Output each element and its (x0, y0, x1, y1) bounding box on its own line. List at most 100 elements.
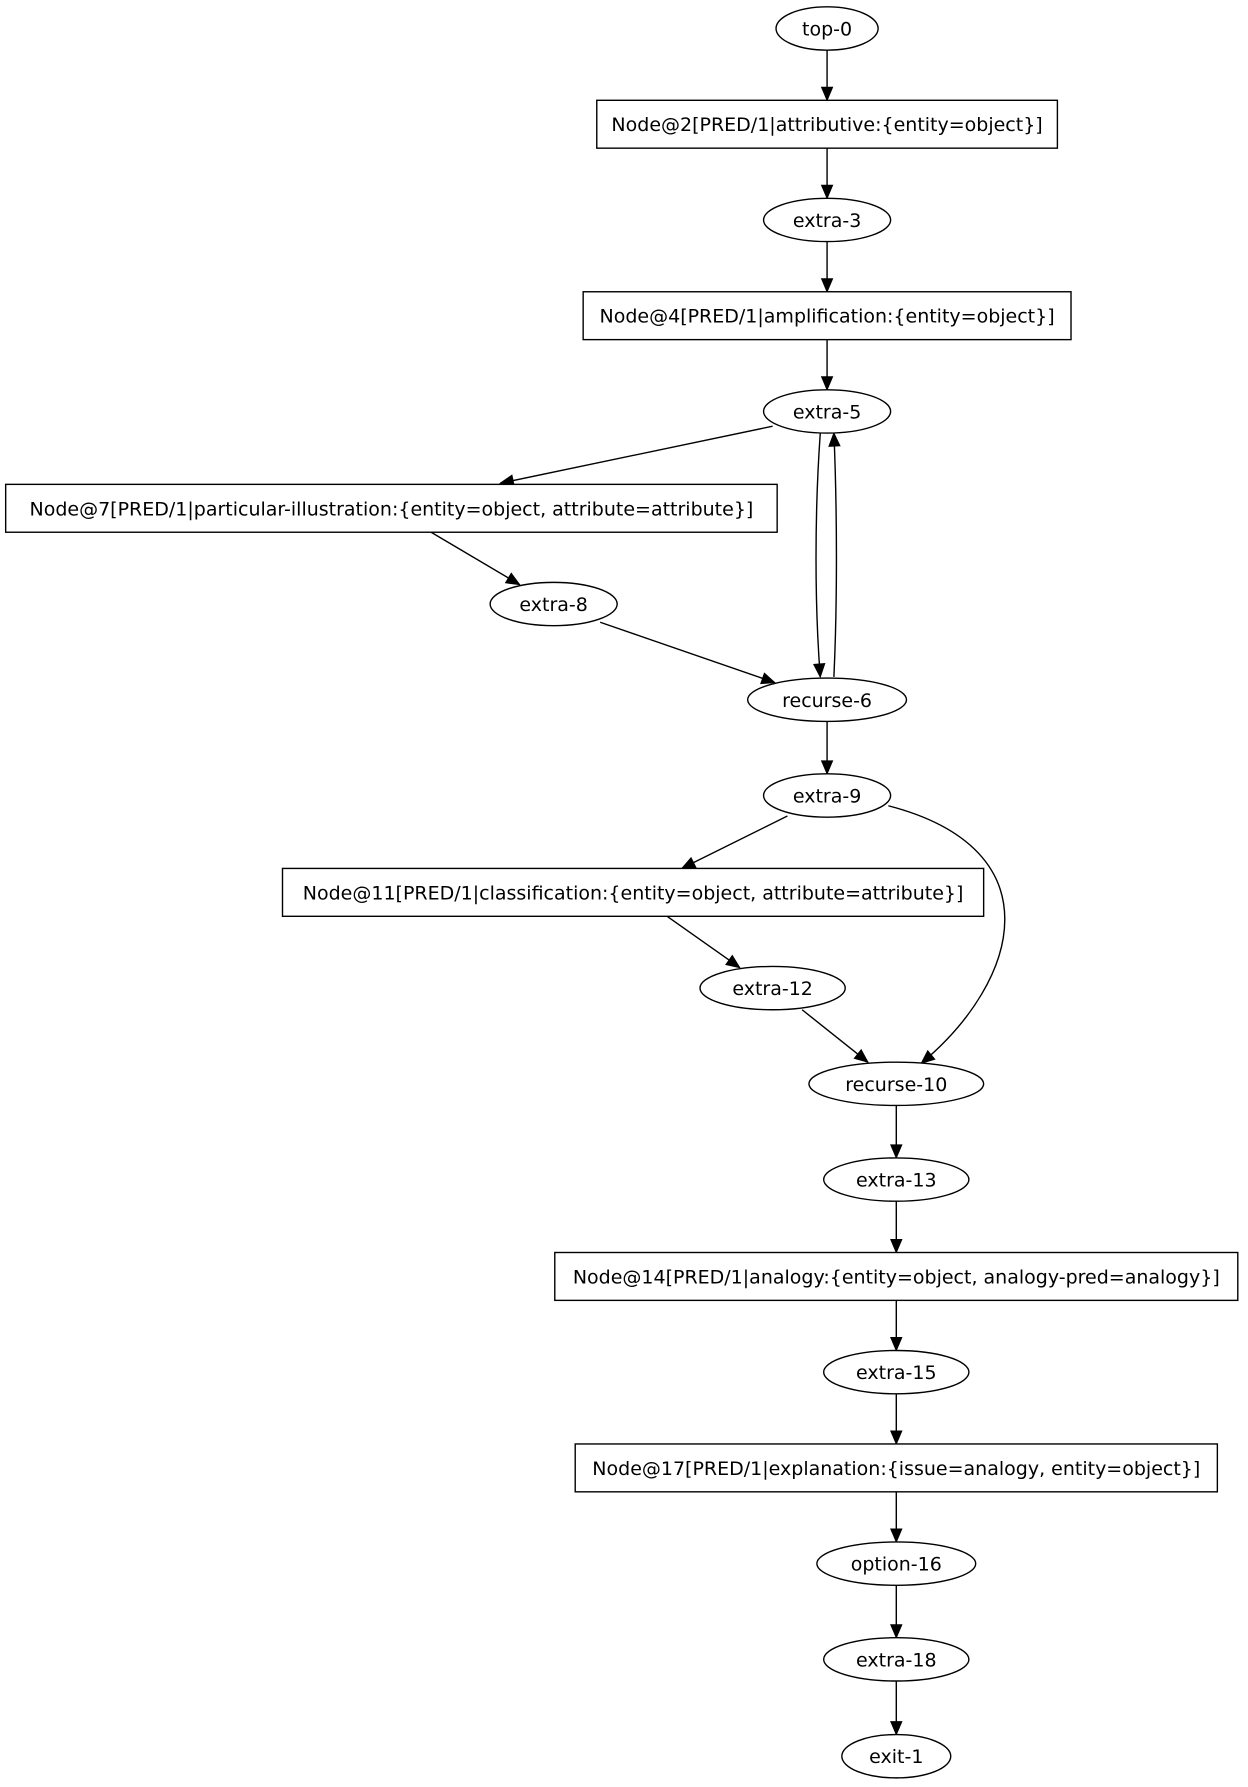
node-label: extra-18 (856, 1649, 937, 1671)
graph-node-extra-18: extra-18 (822, 1637, 970, 1682)
edge-node-4-to-extra-5 (820, 339, 834, 392)
edge-line (801, 1009, 869, 1063)
edge-arrowhead (920, 1049, 936, 1065)
edge-arrowhead (828, 431, 841, 447)
node-label: recurse-10 (845, 1074, 947, 1096)
node-label: extra-13 (856, 1170, 937, 1192)
edge-arrowhead (890, 1528, 903, 1544)
graph-node-extra-9: extra-9 (762, 773, 892, 818)
edge-arrowhead (504, 572, 521, 586)
edge-extra-13-to-node-14 (890, 1201, 903, 1254)
node-ellipse (746, 677, 908, 723)
edge-extra-9-to-recurse-10 (888, 805, 1006, 1065)
node-label: extra-3 (793, 210, 861, 232)
node-box (554, 1251, 1239, 1302)
node-ellipse (816, 1541, 977, 1586)
edge-arrowhead (820, 184, 834, 200)
edge-extra-15-to-node-17 (890, 1393, 903, 1446)
node-label: Node@2[PRED/1|attributive:{entity=object… (611, 114, 1042, 136)
graph-node-recurse-6: recurse-6 (746, 677, 908, 723)
node-label: extra-5 (793, 401, 861, 423)
edge-arrowhead (812, 663, 826, 679)
edge-arrowhead (853, 1048, 869, 1063)
graph-node-option-16: option-16 (816, 1541, 977, 1586)
edge-node-11-to-extra-12 (666, 915, 741, 969)
graph-node-extra-12: extra-12 (699, 965, 846, 1011)
node-box (281, 867, 985, 917)
edge-arrowhead (820, 376, 834, 392)
edge-extra-5-to-recurse-6 (812, 433, 826, 679)
node-ellipse (808, 1061, 985, 1107)
edge-extra-5-to-node-7 (499, 425, 773, 487)
edge-node-14-to-extra-15 (890, 1300, 903, 1352)
node-box (574, 1443, 1219, 1493)
node-ellipse (762, 389, 892, 434)
edge-arrowhead (890, 1624, 903, 1639)
node-label: Node@17[PRED/1|explanation:{issue=analog… (592, 1458, 1200, 1480)
node-ellipse (762, 197, 892, 243)
edge-arrowhead (890, 1239, 903, 1254)
graph-node-node-7: Node@7[PRED/1|particular-illustration:{e… (4, 483, 778, 533)
edge-node-2-to-extra-3 (820, 148, 834, 200)
graph-node-top-0: top-0 (775, 6, 879, 51)
edge-arrowhead (725, 954, 741, 969)
edge-top-0-to-node-2 (820, 50, 834, 102)
node-label: extra-9 (793, 785, 861, 807)
node-box (4, 483, 778, 533)
graph-node-extra-5: extra-5 (762, 389, 892, 434)
node-ellipse (822, 1637, 970, 1682)
node-label: extra-15 (856, 1362, 937, 1384)
edge-arrowhead (890, 1430, 903, 1446)
node-label: Node@7[PRED/1|particular-illustration:{e… (30, 498, 754, 520)
node-ellipse (822, 1157, 970, 1202)
edge-arrowhead (820, 760, 834, 776)
edge-arrowhead (890, 1337, 903, 1352)
graph-node-extra-15: extra-15 (822, 1349, 970, 1395)
node-ellipse (775, 6, 879, 51)
edge-line (833, 433, 838, 677)
node-box (596, 99, 1059, 149)
graph-node-extra-3: extra-3 (762, 197, 892, 243)
edge-recurse-6-to-extra-9 (820, 721, 834, 776)
edge-line (815, 433, 821, 678)
graph-node-node-14: Node@14[PRED/1|analogy:{entity=object, a… (554, 1251, 1239, 1302)
graph-node-exit-1: exit-1 (841, 1733, 952, 1779)
edge-extra-9-to-node-11 (680, 815, 788, 870)
node-box (582, 291, 1072, 341)
node-ellipse (489, 581, 618, 627)
node-ellipse (841, 1733, 952, 1779)
node-ellipse (822, 1349, 970, 1395)
graph-node-node-2: Node@2[PRED/1|attributive:{entity=object… (596, 99, 1059, 149)
node-ellipse (699, 965, 846, 1011)
edge-line (599, 621, 776, 684)
graph-node-node-4: Node@4[PRED/1|amplification:{entity=obje… (582, 291, 1072, 341)
graph-node-extra-8: extra-8 (489, 581, 618, 627)
node-label: top-0 (802, 18, 852, 40)
edge-arrowhead (680, 856, 697, 870)
graph-node-node-11: Node@11[PRED/1|classification:{entity=ob… (281, 867, 985, 917)
graph-node-extra-13: extra-13 (822, 1157, 970, 1202)
edge-line (681, 815, 788, 870)
edge-arrowhead (890, 1721, 903, 1736)
edge-option-16-to-extra-18 (890, 1585, 903, 1639)
nodes-layer: top-0Node@2[PRED/1|attributive:{entity=o… (4, 6, 1239, 1779)
node-label: Node@4[PRED/1|amplification:{entity=obje… (600, 306, 1055, 328)
edge-recurse-6-to-extra-5 (828, 431, 841, 677)
edge-extra-8-to-recurse-6 (599, 621, 777, 685)
edge-line (430, 531, 520, 586)
graph-node-node-17: Node@17[PRED/1|explanation:{issue=analog… (574, 1443, 1219, 1493)
edge-line (666, 915, 741, 969)
node-label: Node@14[PRED/1|analogy:{entity=object, a… (573, 1266, 1220, 1288)
edge-recurse-10-to-extra-13 (890, 1105, 903, 1160)
node-ellipse (762, 773, 892, 818)
node-label: option-16 (851, 1554, 942, 1576)
edge-line (888, 805, 1006, 1064)
edge-arrowhead (760, 672, 777, 685)
edge-arrowhead (890, 1144, 903, 1160)
edge-extra-12-to-recurse-10 (801, 1009, 869, 1063)
edge-node-17-to-option-16 (890, 1491, 903, 1544)
node-label: extra-8 (519, 594, 587, 616)
node-label: Node@11[PRED/1|classification:{entity=ob… (303, 882, 964, 904)
node-label: extra-12 (732, 978, 813, 1000)
